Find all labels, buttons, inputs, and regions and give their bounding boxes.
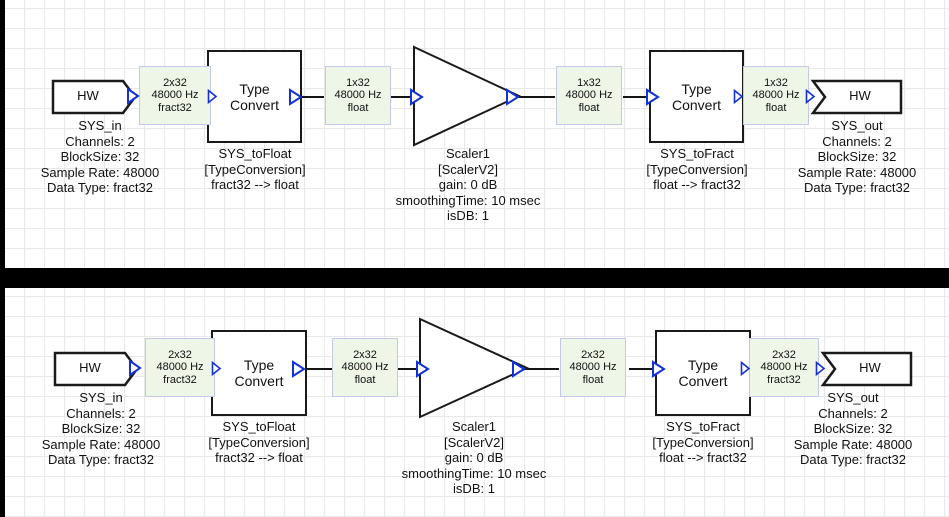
sys-in-hw-label-b: HW — [53, 360, 127, 376]
to-float-input-port-icon — [207, 88, 218, 105]
wire-scaler-to-sig — [517, 96, 555, 98]
wire-sig-to-scaler-b — [397, 368, 419, 370]
sys-in-output-port-icon-b — [129, 359, 142, 377]
sys-to-float-caption-b: SYS_toFloat [TypeConversion] fract32 -->… — [208, 419, 310, 465]
signal-box-sys-out[interactable]: 1x32 48000 Hz float — [743, 66, 809, 125]
hw-text: HW — [77, 88, 99, 103]
signal-box-sys-out-b[interactable]: 2x32 48000 Hz fract32 — [749, 338, 819, 397]
to-fract-output-port-icon — [733, 88, 744, 105]
to-fract-input-port-icon — [646, 88, 660, 106]
signal-box-sys-in-b[interactable]: 2x32 48000 Hz fract32 — [145, 338, 215, 397]
block-sys-to-fract[interactable]: Type Convert — [649, 50, 744, 143]
scaler-input-port-icon — [410, 88, 424, 106]
sys-out-hw-label: HW — [823, 88, 897, 104]
sys-out-hw-block[interactable] — [810, 79, 903, 115]
scaler1-caption: Scaler1 [ScalerV2] gain: 0 dB smoothingT… — [395, 146, 541, 223]
sys-in-caption-b: SYS_in Channels: 2 BlockSize: 32 Sample … — [41, 390, 161, 467]
sys-in-output-port-icon — [127, 87, 140, 105]
sys-out-caption-b: SYS_out Channels: 2 BlockSize: 32 Sample… — [793, 390, 913, 467]
scaler-output-port-icon-b — [512, 360, 526, 378]
block-sys-to-fract-b[interactable]: Type Convert — [655, 330, 751, 416]
diagram-canvas-bottom[interactable]: HW SYS_in Channels: 2 BlockSize: 32 Samp… — [5, 288, 949, 517]
scaler-input-port-icon-b — [416, 360, 430, 378]
scaler-output-port-icon — [506, 88, 520, 106]
block-sys-to-float-b[interactable]: Type Convert — [211, 330, 307, 416]
wire-sig-to-toFract — [623, 96, 648, 98]
sys-in-hw-block-b[interactable] — [53, 351, 139, 387]
signal-box-float-2[interactable]: 1x32 48000 Hz float — [556, 66, 622, 125]
panel-divider — [0, 268, 949, 288]
sys-out-caption: SYS_out Channels: 2 BlockSize: 32 Sample… — [797, 118, 917, 195]
wire-toFloat-to-sig — [302, 96, 324, 98]
left-edge-band — [0, 0, 5, 517]
hw-text: HW — [849, 88, 871, 103]
wire-sig-to-toFract-b — [629, 368, 655, 370]
sys-out-hw-block-b[interactable] — [820, 351, 913, 387]
signal-box-sys-in[interactable]: 2x32 48000 Hz fract32 — [139, 66, 211, 125]
sys-out-input-port-icon — [805, 88, 816, 105]
sys-in-hw-block[interactable] — [51, 79, 137, 115]
to-fract-output-port-icon-b — [740, 360, 751, 377]
to-fract-input-port-icon-b — [652, 360, 666, 378]
to-float-output-port-icon — [289, 88, 303, 106]
wire-toFloat-to-sig-b — [305, 368, 333, 370]
hw-text: HW — [859, 360, 881, 375]
wire-sig-to-scaler — [391, 96, 413, 98]
hw-text: HW — [79, 360, 101, 375]
sys-out-hw-label-b: HW — [833, 360, 907, 376]
to-float-input-port-icon-b — [211, 360, 222, 377]
diagram-canvas-top[interactable]: HW SYS_in Channels: 2 BlockSize: 32 Samp… — [5, 0, 949, 268]
sys-out-input-port-icon-b — [815, 360, 826, 377]
sys-in-hw-label: HW — [51, 88, 125, 104]
signal-box-float-1-b[interactable]: 2x32 48000 Hz float — [332, 338, 398, 397]
block-sys-to-float[interactable]: Type Convert — [207, 50, 302, 143]
sys-to-fract-caption-b: SYS_toFract [TypeConversion] float --> f… — [652, 419, 754, 465]
signal-box-float-2-b[interactable]: 2x32 48000 Hz float — [560, 338, 626, 397]
sys-to-float-caption: SYS_toFloat [TypeConversion] fract32 -->… — [204, 146, 306, 192]
scaler1-caption-b: Scaler1 [ScalerV2] gain: 0 dB smoothingT… — [401, 419, 547, 496]
to-float-output-port-icon-b — [292, 360, 306, 378]
sys-in-caption: SYS_in Channels: 2 BlockSize: 32 Sample … — [40, 118, 160, 195]
signal-box-float-1[interactable]: 1x32 48000 Hz float — [325, 66, 391, 125]
sys-to-fract-caption: SYS_toFract [TypeConversion] float --> f… — [646, 146, 748, 192]
wire-scaler-to-sig-b — [523, 368, 559, 370]
